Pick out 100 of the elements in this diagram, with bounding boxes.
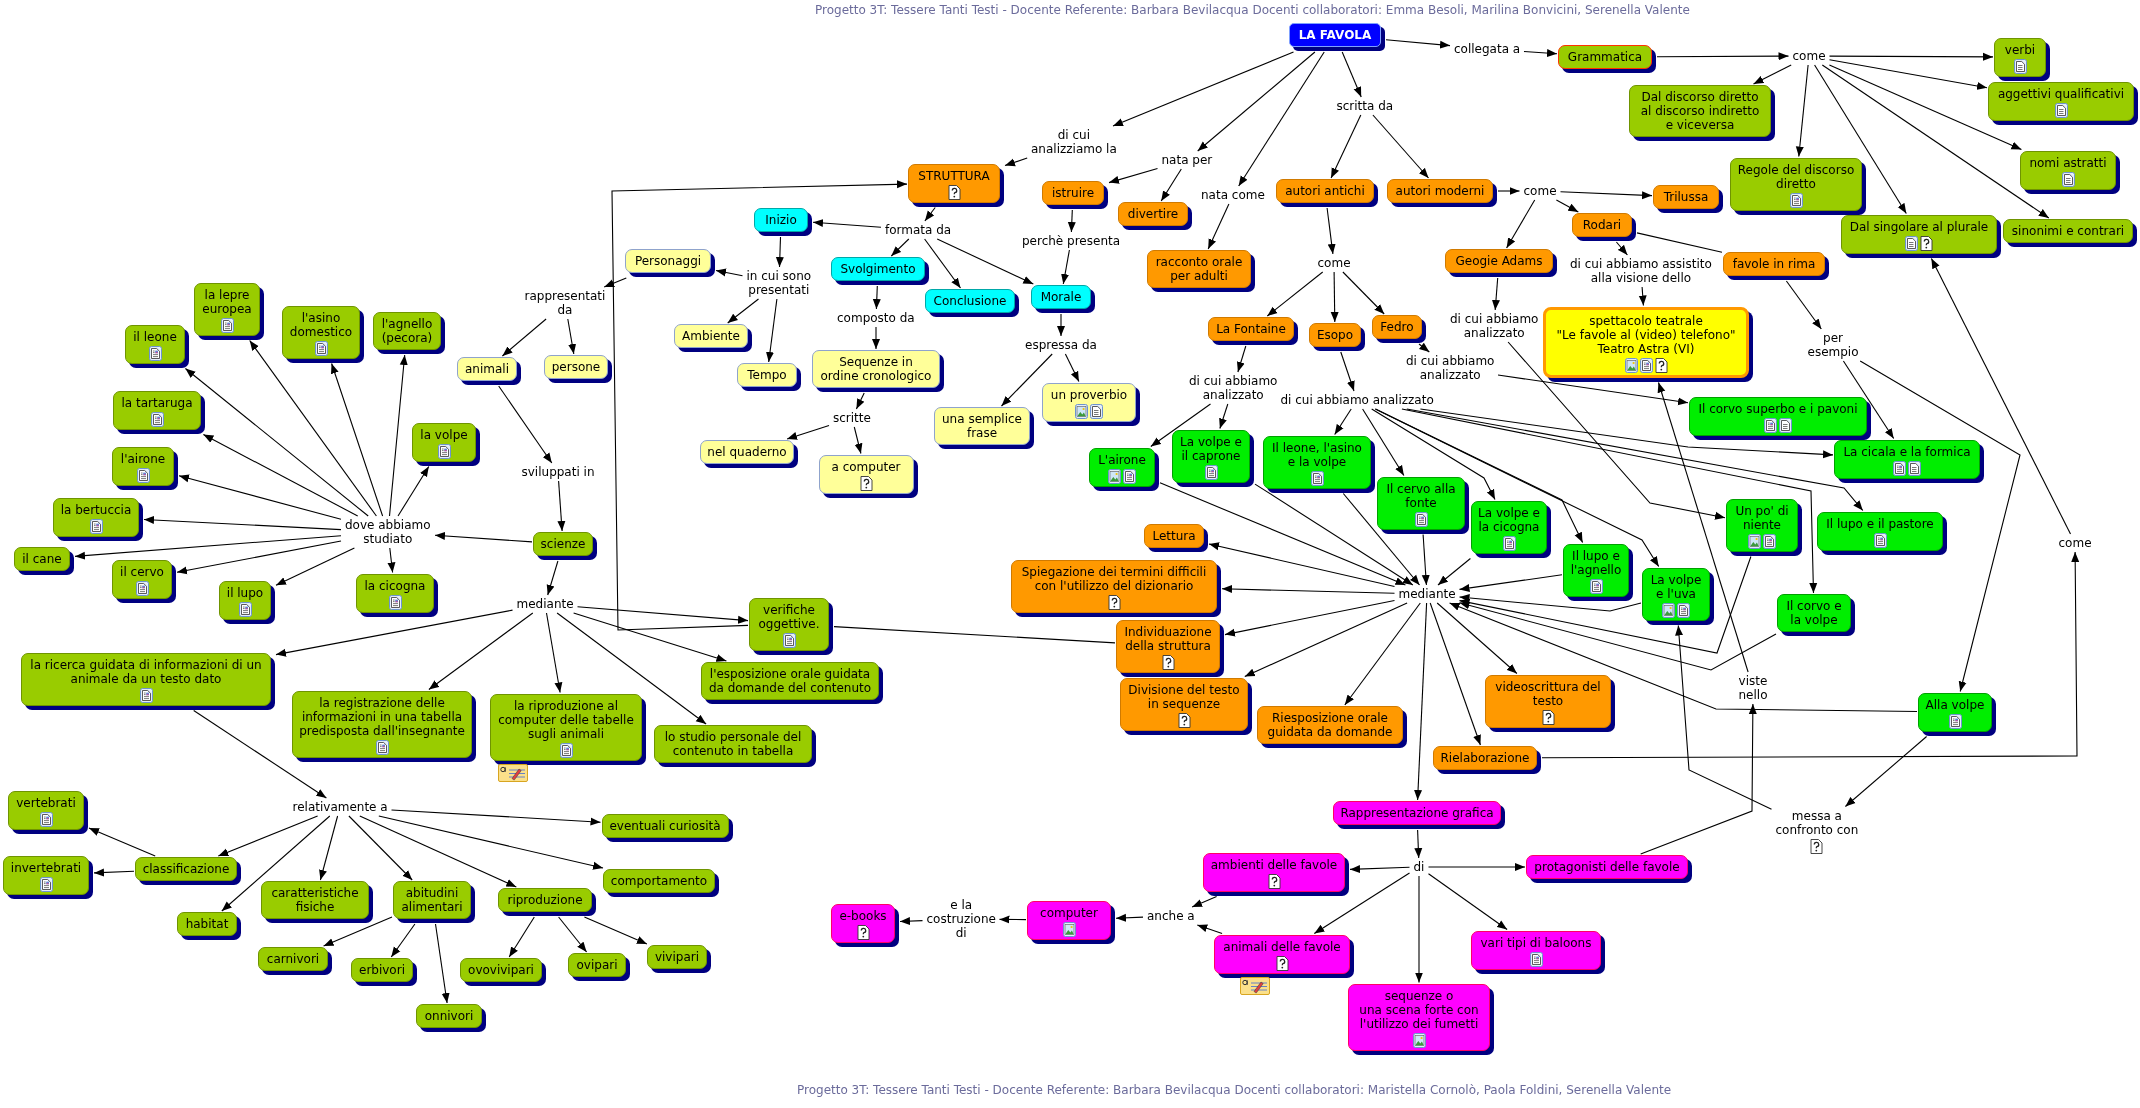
concept-label: La cicala e la formica	[1843, 444, 1971, 459]
concept-label: classificazione	[142, 862, 230, 876]
linking-phrase: collegata a	[1454, 42, 1521, 56]
arrow	[1160, 168, 1182, 202]
arrow	[786, 424, 830, 440]
arrow	[1429, 602, 1481, 746]
concept-label: Riesposizione orale guidata da domande	[1267, 711, 1393, 739]
concept-label: Regole del discorso diretto	[1737, 162, 1855, 191]
concept-label: Conclusione	[933, 294, 1007, 308]
concept-label: istruire	[1051, 186, 1095, 200]
linking-phrase: nata come	[1201, 188, 1265, 202]
arrow	[1266, 271, 1324, 317]
linking-phrase: composto da	[837, 311, 915, 325]
concept-label: la bertuccia	[60, 502, 132, 517]
arrow	[1427, 863, 1526, 871]
arrow	[221, 815, 331, 912]
concept-label: il cervo	[120, 564, 164, 579]
concept-label: invertebrati	[10, 860, 82, 875]
linking-phrase: sviluppati in	[521, 465, 595, 479]
concept-label: La volpe e la cicogna	[1478, 505, 1540, 534]
linking-phrase: espressa da	[1025, 338, 1097, 352]
arrow	[611, 180, 908, 631]
concept-label: l'agnello (pecora)	[381, 317, 433, 345]
credits-text: Progetto 3T: Tessere Tanti Testi - Docente Referente: Barbara Bevilacqua Docenti collaboratori: Emma Besoli, Marilina Bonvicini, Serenella Valente	[815, 3, 1690, 17]
arrow	[1224, 599, 1396, 637]
concept-label: Inizio	[765, 213, 797, 227]
arrow	[359, 815, 517, 888]
arrow	[546, 560, 559, 596]
arrow	[178, 474, 342, 520]
arrow	[275, 547, 355, 586]
arrow	[1004, 157, 1028, 167]
concept-label: sequenze o una scena forte con l'utilizzo dei fumetti	[1359, 988, 1479, 1031]
arrow	[1208, 542, 1396, 588]
linking-phrase: di cui abbiamo analizzato	[1406, 354, 1495, 382]
arrow	[1497, 374, 1689, 406]
arrow	[924, 238, 962, 289]
concept-label: videoscrittura del testo	[1495, 679, 1601, 708]
concept-label: racconto orale per adulti	[1155, 255, 1243, 283]
arrow	[556, 612, 707, 725]
concept-label: habitat	[185, 917, 229, 931]
arrow	[1374, 408, 1660, 568]
arrow	[1507, 341, 1726, 520]
concept-label: spettacolo teatrale "Le favole al (video) telefono" Teatro Astra (VI)	[1556, 313, 1736, 356]
arrow	[890, 238, 910, 257]
concept-label: Morale	[1040, 290, 1082, 304]
linking-phrase: di cui abbiamo assistito alla visione dello	[1570, 257, 1712, 285]
concept-label: nomi astratti	[2029, 155, 2107, 170]
concept-label: Divisione del testo in sequenze	[1128, 682, 1240, 711]
concept-label: ovovivipari	[468, 963, 534, 977]
concept-label: verbi	[2004, 42, 2036, 57]
arrow	[1795, 64, 1809, 158]
arrow	[1449, 602, 1918, 713]
concept-label: favole in rima	[1732, 257, 1816, 271]
concept-label: Individuazione della struttura	[1124, 624, 1212, 653]
linking-phrase: per esempio	[1807, 331, 1859, 359]
arrow	[193, 709, 327, 799]
arrow	[576, 606, 749, 624]
arrow	[1219, 403, 1229, 430]
concept-label: vivipari	[654, 950, 700, 964]
arrow	[998, 915, 1027, 924]
arrow	[498, 385, 553, 464]
arrow	[1458, 574, 1563, 592]
linking-phrase: relativamente a	[292, 800, 388, 814]
linking-phrase: di cui analizziamo la	[1031, 128, 1117, 156]
concept-label: Lettura	[1152, 529, 1196, 543]
linking-phrase: rappresentati da	[524, 289, 606, 317]
concept-label: Il lupo e il pastore	[1826, 516, 1934, 531]
concept-label: la riproduzione al computer delle tabelle sugli animali	[498, 698, 634, 741]
arrow	[1159, 482, 1406, 586]
concept-label: il leone	[133, 329, 177, 344]
arrow	[1785, 280, 1822, 330]
concept-label: autori antichi	[1285, 184, 1365, 198]
concept-label: Rappresentazione grafica	[1340, 806, 1494, 820]
concept-label: protagonisti delle favole	[1534, 860, 1680, 874]
arrow	[557, 480, 566, 532]
concept-label: vertebrati	[16, 795, 76, 810]
concept-label: Geogie Adams	[1455, 254, 1543, 268]
concept-label: un proverbio	[1050, 387, 1128, 402]
arrow	[1057, 313, 1065, 337]
concept-label: e-books	[839, 908, 887, 923]
concept-label: a computer	[831, 459, 901, 474]
arrow	[1197, 51, 1316, 152]
arrow	[1406, 408, 1864, 512]
arrow	[88, 827, 156, 857]
linking-phrase: viste nello	[1738, 674, 1768, 702]
concept-label: Sequenze in ordine cronologico	[820, 355, 932, 383]
concept-label: erbivori	[359, 963, 405, 977]
concept-label: Personaggi	[634, 254, 702, 268]
concept-label: Spiegazione dei termini difficili con l'utilizzo del dizionario	[1021, 564, 1207, 593]
concept-label: la ricerca guidata di informazioni di un animale da un testo dato	[30, 657, 262, 686]
arrow	[1523, 49, 1558, 58]
arrow	[1196, 924, 1223, 935]
arrow	[853, 426, 863, 455]
concept-label: Il leone, l'asino e la volpe	[1272, 440, 1362, 469]
arrow	[1150, 403, 1212, 448]
concept-label: Dal singolare al plurale	[1849, 219, 1989, 234]
arrow	[1418, 342, 1430, 353]
concept-label: Tempo	[747, 368, 787, 382]
arrow	[1640, 703, 1757, 855]
concept-label: Rodari	[1582, 218, 1622, 232]
